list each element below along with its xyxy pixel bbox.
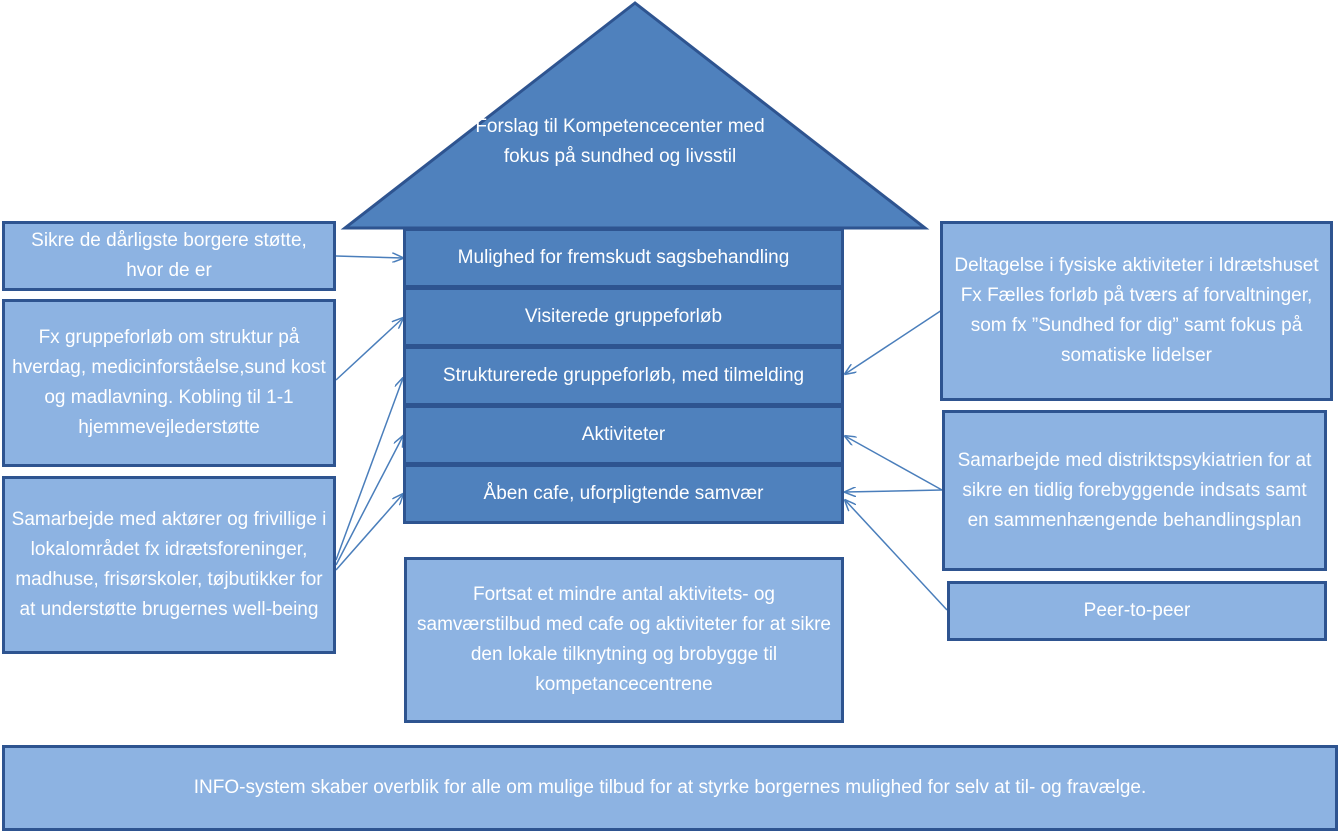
footer-info-box: INFO-system skaber overblik for alle om …: [2, 745, 1338, 831]
arrow-left-3a: [335, 378, 403, 561]
center-bottom-box: Fortsat et mindre antal aktivitets- og s…: [404, 557, 844, 723]
arrow-left-1: [335, 256, 403, 258]
arrow-right-2a: [845, 436, 943, 491]
floor-1: Mulighed for fremskudt sagsbehandling: [403, 228, 844, 288]
floor-3: Strukturerede gruppeforløb, med tilmeldi…: [403, 346, 844, 406]
arrow-left-3c: [335, 494, 403, 571]
left-box-3: Samarbejde med aktører og frivillige i l…: [2, 476, 336, 654]
left-box-2: Fx gruppeforløb om struktur på hverdag, …: [2, 299, 336, 467]
arrow-left-3b: [335, 436, 403, 566]
roof-title: Forslag til Kompetencecenter med fokus p…: [475, 116, 765, 167]
left-box-1: Sikre de dårligste borgere støtte, hvor …: [2, 221, 336, 291]
arrow-right-2b: [845, 490, 943, 492]
right-box-3: Peer-to-peer: [947, 581, 1327, 641]
floor-5: Åben cafe, uforpligtende samvær: [403, 464, 844, 524]
arrow-left-2: [335, 318, 403, 381]
arrow-right-3: [845, 500, 948, 611]
right-box-2: Samarbejde med distriktspsykiatrien for …: [942, 410, 1327, 571]
floor-2: Visiterede gruppeforløb: [403, 287, 844, 347]
floor-4: Aktiviteter: [403, 405, 844, 465]
right-box-1: Deltagelse i fysiske aktiviteter i Idræt…: [940, 221, 1333, 401]
arrow-right-1: [845, 309, 943, 374]
